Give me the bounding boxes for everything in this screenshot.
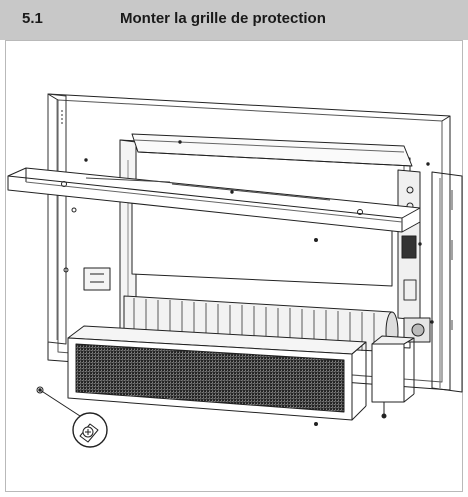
fastener-points [84, 140, 434, 324]
section-title: Monter la grille de protection [120, 10, 326, 27]
screw-callout [36, 386, 108, 448]
section-number: 5.1 [22, 10, 43, 27]
left-bracket [63, 267, 111, 291]
motor-assembly [371, 317, 431, 419]
back-wall-frame [47, 93, 463, 393]
section-header: 5.1 Monter la grille de protection [0, 0, 468, 40]
crossbar-beam [7, 167, 421, 233]
protective-grille [67, 325, 367, 426]
